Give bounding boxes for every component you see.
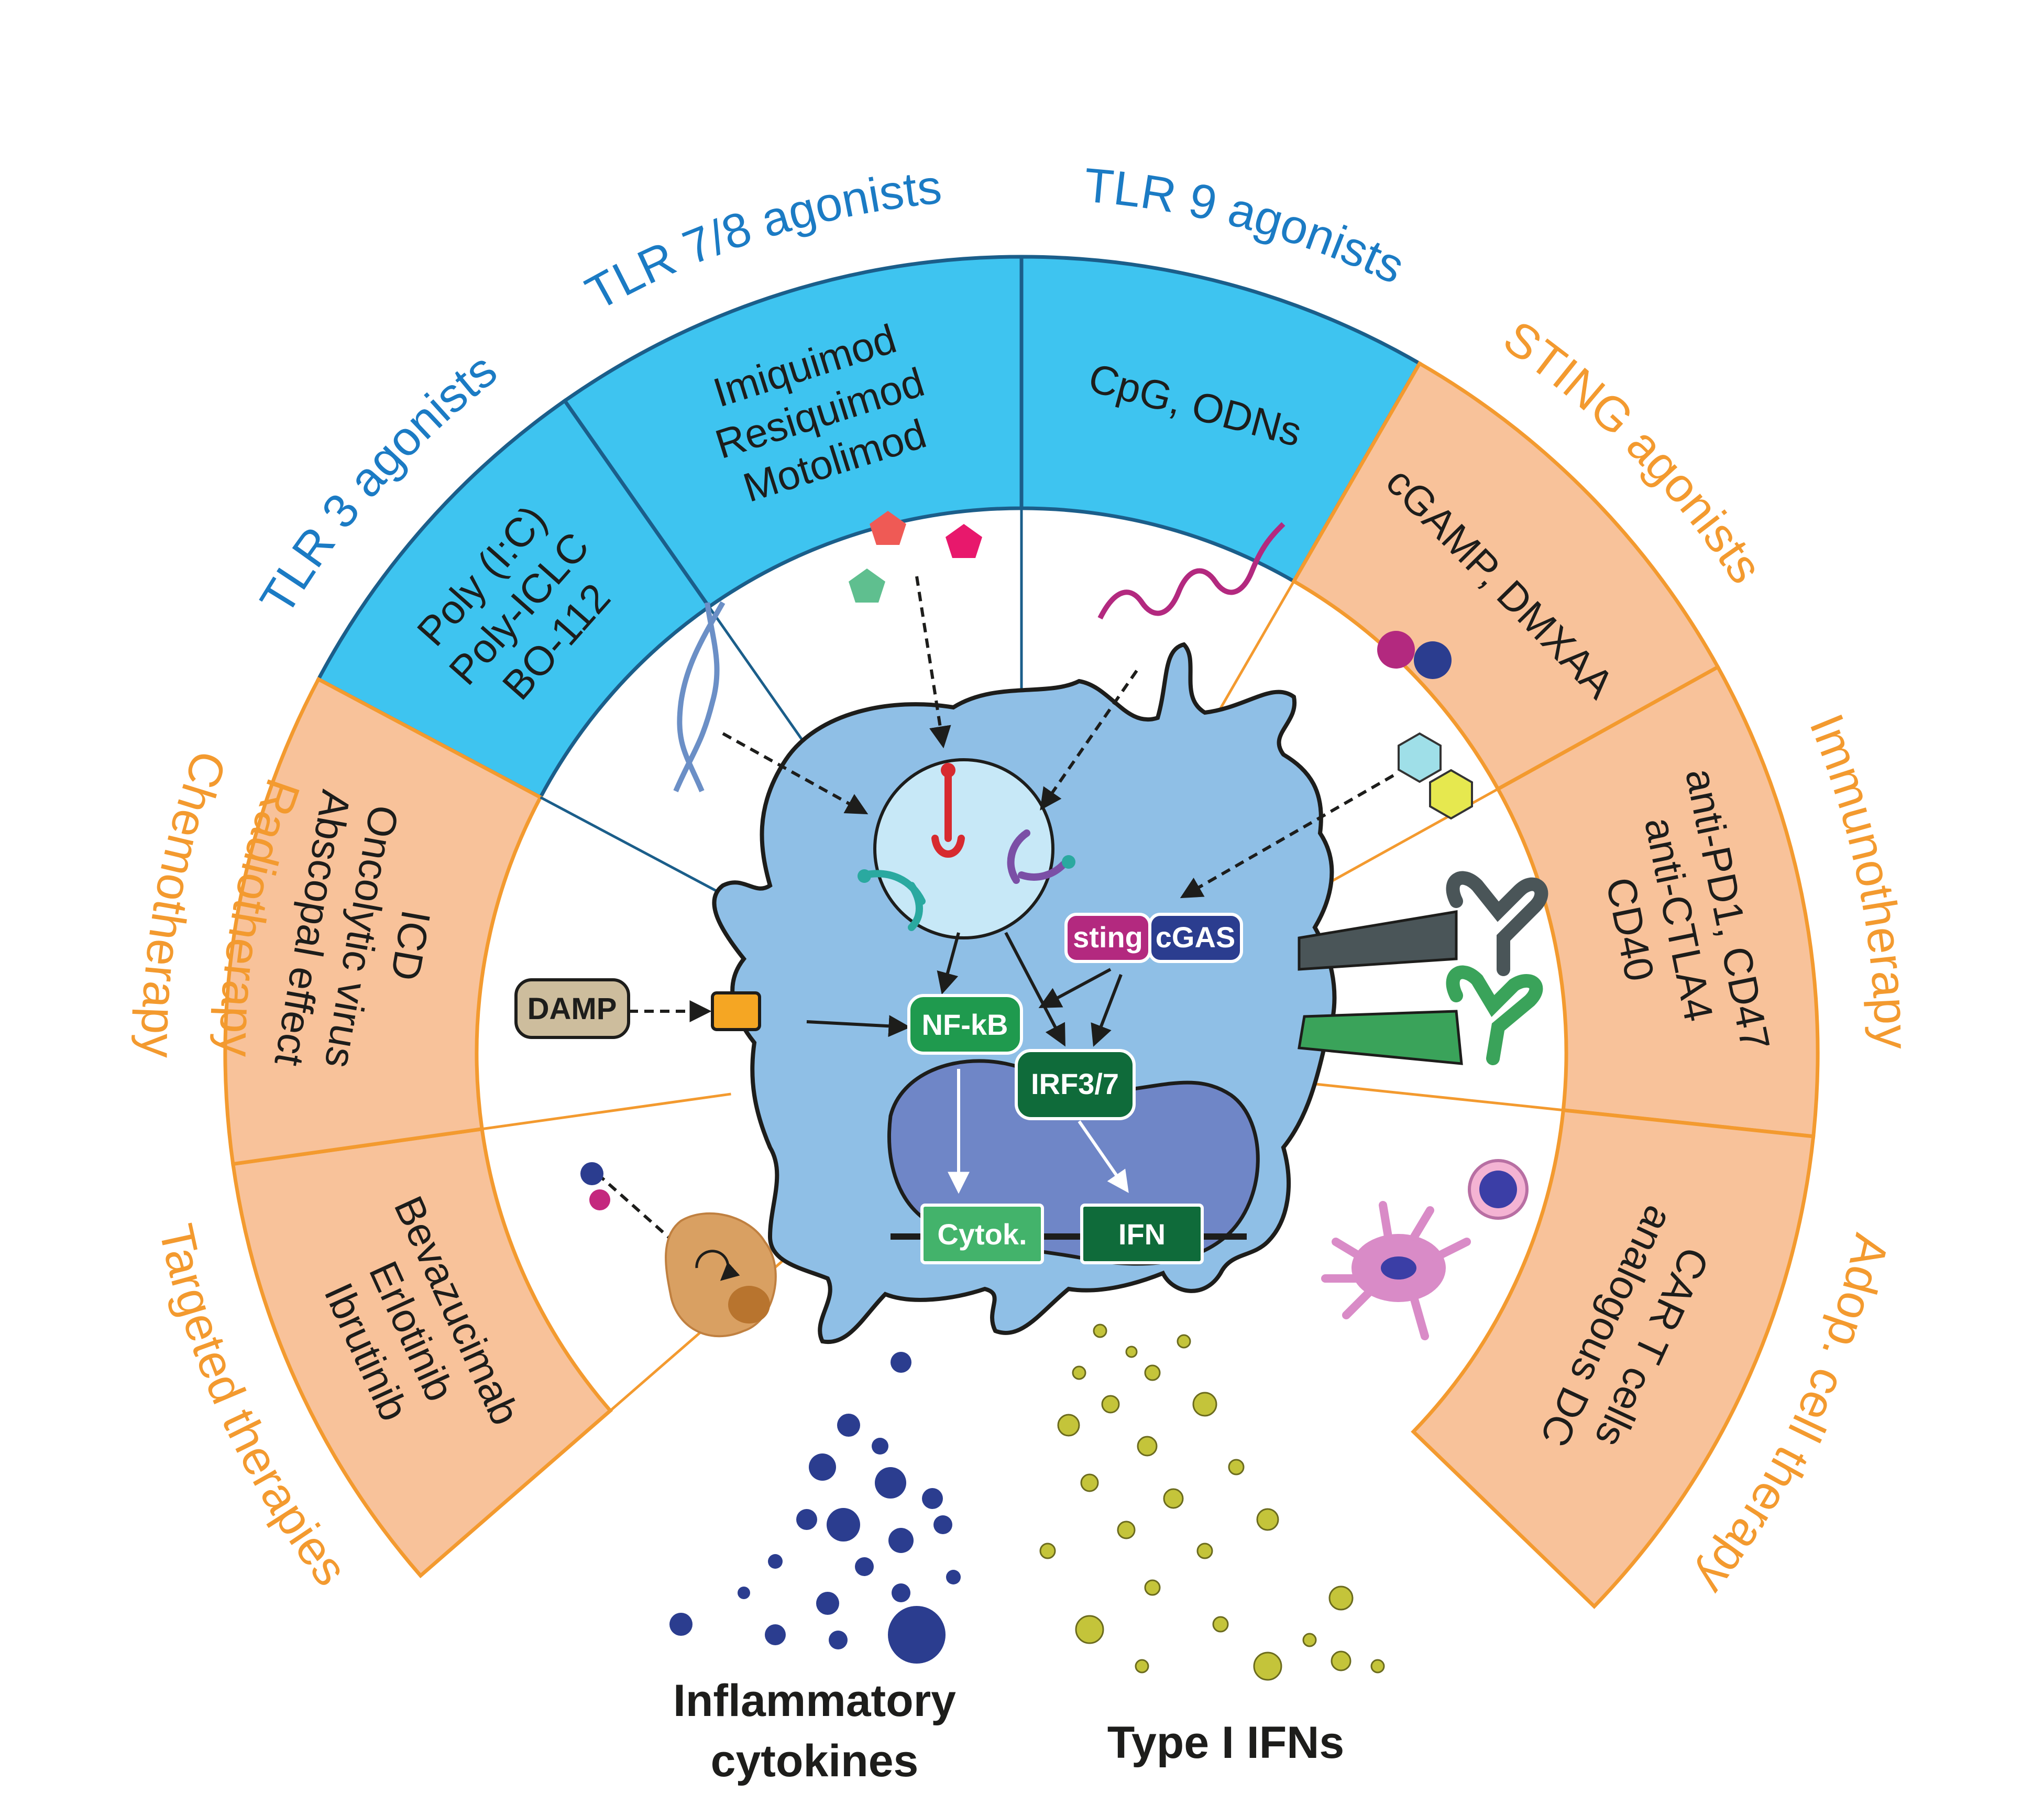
ifn-dot xyxy=(1101,1395,1120,1414)
cytokine-dot xyxy=(946,1570,961,1584)
ifn-dot xyxy=(1196,1543,1213,1559)
endosomal-tlr-receptors xyxy=(858,763,1075,931)
damp-receptor xyxy=(711,991,761,1031)
ifn-dot xyxy=(1057,1414,1080,1437)
cgas-label: cGAS xyxy=(1156,921,1236,954)
cytokine-dot xyxy=(809,1453,836,1481)
ifn-dots xyxy=(1039,1324,1385,1681)
ligand-pentagon-green xyxy=(849,568,885,603)
ligand-pentagon-red xyxy=(870,511,906,545)
ifn-dot xyxy=(1075,1615,1104,1644)
segment-chemo xyxy=(223,676,543,1166)
ifn-dot xyxy=(1253,1652,1282,1681)
nuclear-arrows xyxy=(948,1069,1129,1194)
tumor-cell xyxy=(665,1212,777,1338)
irf-label: IRF3/7 xyxy=(1031,1067,1119,1100)
ifn-dot xyxy=(1212,1616,1229,1633)
ifn-dot xyxy=(1328,1586,1354,1611)
signaling-arrows xyxy=(806,932,1123,1047)
dna-helix xyxy=(673,601,726,792)
ifn-node: IFN xyxy=(1080,1204,1204,1264)
cytokine-dot xyxy=(892,1583,910,1602)
ligand-arrows xyxy=(596,576,1394,1261)
cytokine-dot xyxy=(872,1438,888,1455)
cgamp-navy xyxy=(1414,641,1452,679)
endosome xyxy=(873,758,1054,939)
ifn-dot xyxy=(1144,1579,1161,1596)
t-cell-nucleus xyxy=(1479,1171,1517,1208)
cytokine-dot xyxy=(738,1587,750,1599)
cytokine-dot xyxy=(891,1352,911,1373)
drug-dot-navy xyxy=(580,1162,603,1185)
ifn-dot xyxy=(1080,1473,1099,1492)
divider-chemo xyxy=(481,1092,731,1131)
cytokine-dot xyxy=(816,1592,839,1615)
segment-adop xyxy=(1411,1108,1816,1609)
cytokine-dot xyxy=(888,1606,946,1664)
cytokine-dot xyxy=(829,1631,848,1649)
damp-label: DAMP xyxy=(528,992,617,1026)
sting-label: sting xyxy=(1073,921,1143,954)
dmxaa-hex-yellow xyxy=(1429,769,1473,820)
irf-node: IRF3/7 xyxy=(1015,1049,1136,1120)
ifn-dot xyxy=(1331,1650,1351,1671)
ifn-dot xyxy=(1370,1659,1385,1674)
dmxaa-hex-cyan xyxy=(1398,732,1442,783)
nfkb-node: NF-kB xyxy=(907,994,1023,1055)
ifn-label: IFN xyxy=(1118,1218,1166,1251)
sting-node: sting xyxy=(1064,913,1151,963)
divider-adop xyxy=(1313,1083,1564,1112)
dendritic-cell-small xyxy=(1321,1201,1471,1340)
ifn-dot xyxy=(1192,1392,1217,1417)
cytokines-label-line2: cytokines xyxy=(711,1736,919,1786)
cytokine-dot xyxy=(768,1554,783,1569)
cytokine-dot xyxy=(875,1467,906,1499)
ligand-pentagon-pink xyxy=(946,524,982,558)
cgamp-magenta xyxy=(1377,631,1415,669)
cytokine-dot xyxy=(922,1488,943,1509)
ifn-dot xyxy=(1093,1324,1107,1338)
cytokine-dot xyxy=(765,1624,786,1645)
ifn-dot xyxy=(1228,1459,1245,1475)
cytok-node: Cytok. xyxy=(920,1204,1044,1264)
ifn-dot xyxy=(1144,1364,1161,1381)
checkpoint-receptors xyxy=(1298,871,1548,1065)
ifn-dot xyxy=(1163,1488,1184,1509)
ifn-dot xyxy=(1135,1659,1149,1674)
ifn-dot xyxy=(1177,1334,1191,1349)
ifn-dot xyxy=(1302,1633,1317,1647)
ifn-dot xyxy=(1125,1346,1138,1358)
segment-ring: Poly (I:C)Poly-ICLCBO-112ImiquimodResiqu… xyxy=(223,255,1820,1609)
cytokine-dot xyxy=(827,1508,860,1541)
ssrna-wave xyxy=(1097,522,1285,620)
ifn-dot xyxy=(1117,1521,1136,1539)
ifn-dot xyxy=(1039,1543,1056,1559)
cytokine-dots xyxy=(669,1352,961,1664)
cytokine-dot xyxy=(933,1515,952,1534)
nfkb-label: NF-kB xyxy=(922,1008,1008,1041)
segment-sting xyxy=(1291,360,1721,792)
ifns-label: Type I IFNs xyxy=(1107,1718,1344,1768)
cytokine-dot xyxy=(855,1557,874,1576)
cytokine-dot xyxy=(888,1528,914,1553)
damp-node: DAMP xyxy=(514,978,630,1039)
ligands xyxy=(673,511,1473,820)
ifn-dot xyxy=(1256,1508,1279,1531)
drug-dot-magenta xyxy=(589,1189,610,1210)
cytokine-dot xyxy=(837,1414,860,1437)
cytok-label: Cytok. xyxy=(937,1218,1027,1251)
cgas-node: cGAS xyxy=(1148,913,1243,963)
ifn-dot xyxy=(1137,1436,1158,1457)
cytokine-dot xyxy=(669,1613,693,1636)
cytokines-label-line1: Inflammatory xyxy=(673,1676,956,1726)
cytokine-dot xyxy=(796,1509,817,1530)
segment-tlr78 xyxy=(562,255,1024,609)
ifn-dot xyxy=(1072,1365,1086,1380)
